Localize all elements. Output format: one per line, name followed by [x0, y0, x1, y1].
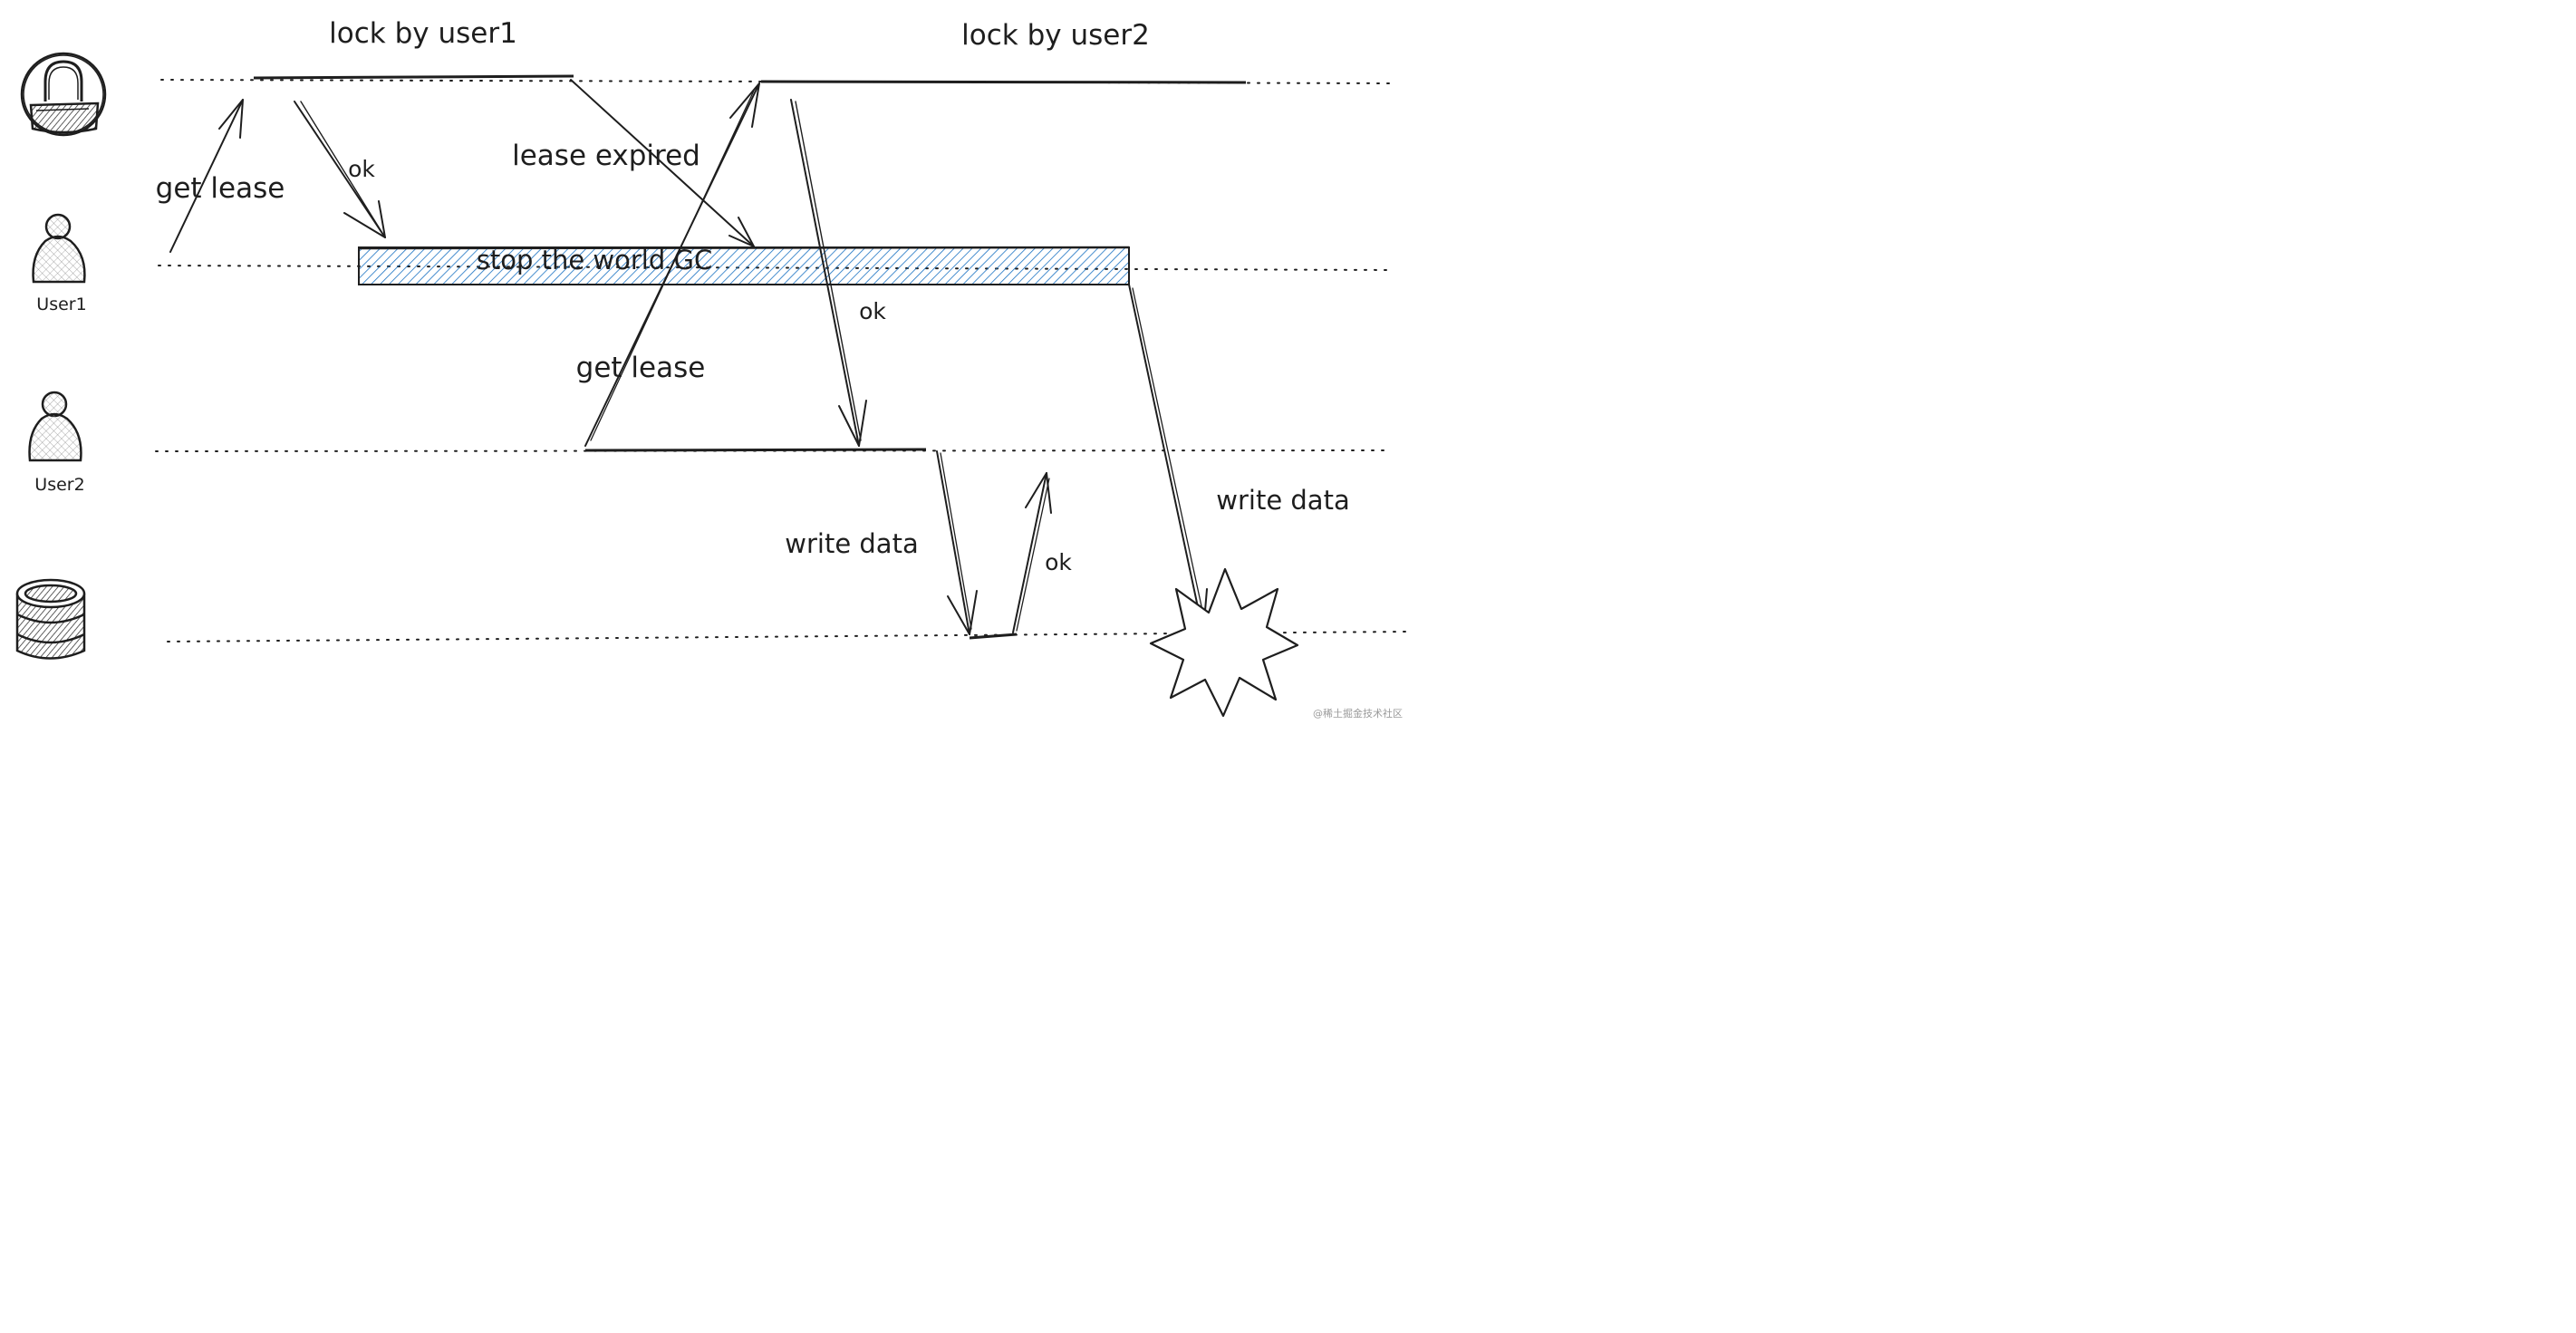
- user-icon-user1: [32, 213, 86, 284]
- explosion-icon: [1149, 567, 1299, 718]
- label-ok-storage: ok: [1045, 549, 1072, 575]
- arrow-write-data-user2: [936, 450, 978, 635]
- storage-write-bar: [969, 633, 1018, 640]
- lifeline-user1: [158, 265, 1392, 271]
- label-lease-expired: lease expired: [512, 140, 700, 172]
- user-icon-user2: [28, 391, 82, 462]
- arrow-ok-storage: [1012, 472, 1052, 633]
- arrow-ok-user2: [790, 99, 867, 447]
- actor-label-user1: User1: [36, 295, 86, 314]
- lease-lock-sequence-diagram: User1 User2: [15, 17, 1410, 720]
- arrow-get-lease-user1: [169, 99, 244, 253]
- label-ok-user1: ok: [348, 156, 375, 182]
- label-write-data-user1: write data: [1216, 485, 1349, 516]
- arrow-ok-user1: [294, 101, 386, 238]
- label-get-lease-user2: get lease: [576, 352, 706, 384]
- lifelines: [155, 79, 1410, 642]
- arrow-lease-expired: [570, 79, 755, 247]
- watermark: @稀土掘金技术社区: [1313, 707, 1403, 720]
- database-icon: [15, 578, 86, 660]
- lock-held-user1-bar: [253, 74, 574, 80]
- label-get-lease-user1: get lease: [156, 172, 285, 205]
- user2-active-bar: [584, 448, 927, 452]
- arrow-get-lease-user2: [584, 82, 760, 447]
- gc-bar-top-edge: [358, 246, 1130, 250]
- label-lock-by-user1: lock by user1: [329, 17, 517, 50]
- label-write-data-user2: write data: [785, 528, 918, 559]
- actor-label-user2: User2: [34, 475, 84, 495]
- lock-icon: [20, 52, 107, 137]
- gc-pause-bar: [358, 246, 1130, 285]
- label-lock-by-user2: lock by user2: [961, 19, 1150, 52]
- label-ok-user2: ok: [859, 298, 886, 324]
- arrow-write-data-user1: [1128, 284, 1208, 633]
- label-stop-the-world-gc: stop the world GC: [477, 245, 712, 275]
